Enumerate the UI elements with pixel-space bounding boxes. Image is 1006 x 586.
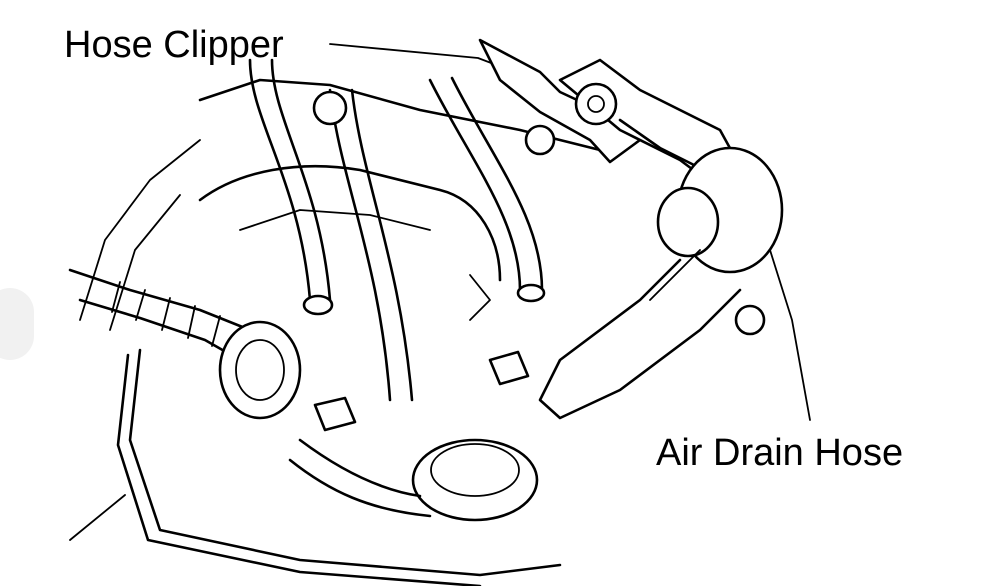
hose-clamps — [313, 350, 530, 432]
left-taped-hose — [68, 268, 302, 420]
air-drain-hose — [538, 146, 784, 420]
center-housing — [198, 90, 556, 321]
vertical-hoses — [248, 58, 546, 402]
scroll-edge-tab — [0, 288, 34, 360]
air-drain-hose-leader — [769, 249, 811, 421]
air-drain-hose-label: Air Drain Hose — [656, 432, 904, 474]
hose-clipper-label: Hose Clipper — [64, 24, 284, 66]
bottom-cap — [288, 438, 539, 522]
hose-clipper-tool — [478, 38, 744, 192]
